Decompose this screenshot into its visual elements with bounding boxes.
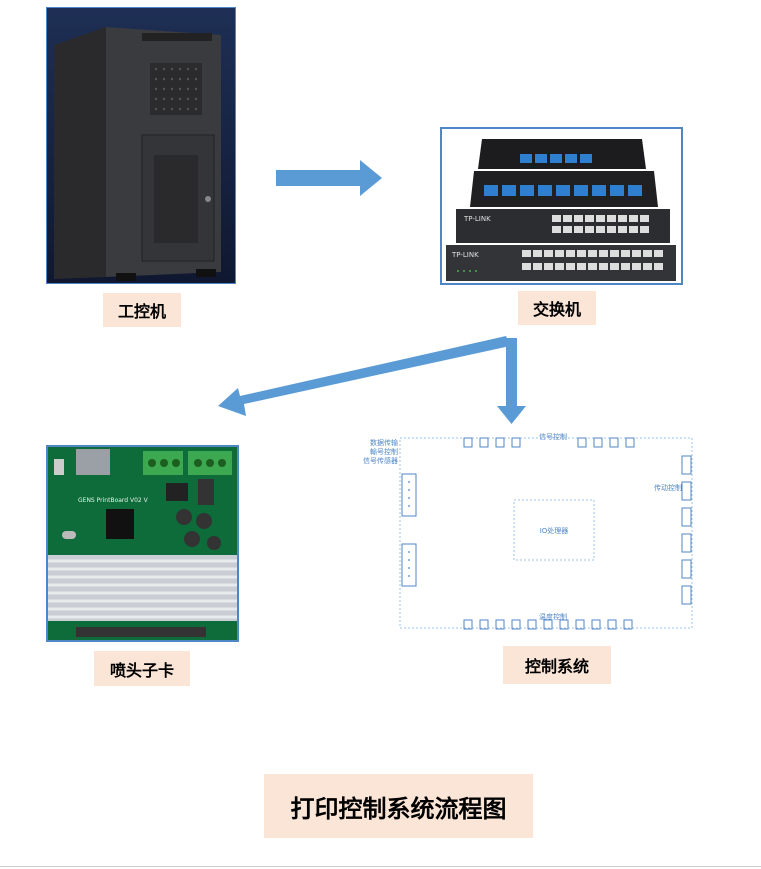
control-board-outline bbox=[399, 437, 693, 629]
switch-label: 交换机 bbox=[518, 291, 596, 325]
left-connector-2 bbox=[401, 543, 417, 587]
arrow-pc-to-switch bbox=[276, 160, 382, 196]
top-pin-group bbox=[463, 437, 635, 448]
arrow-switch-to-nozzle bbox=[218, 336, 510, 416]
nozzle-board-text: GENS PrintBoard V02 V bbox=[78, 497, 149, 504]
control-board-left-label-2: 輸号控制 bbox=[370, 447, 398, 456]
control-board-right-label: 传动控制 bbox=[654, 483, 682, 492]
nozzle-card-image: GENS PrintBoard V02 V bbox=[46, 445, 239, 642]
right-connector-group bbox=[681, 455, 692, 605]
nozzle-card-label: 喷头子卡 bbox=[94, 651, 190, 686]
switch-brand-2: TP-LINK bbox=[451, 251, 479, 259]
control-board-left-label-1: 数据传输 bbox=[370, 438, 398, 447]
switch-brand-1: TP-LINK bbox=[463, 215, 491, 223]
industrial-pc-image bbox=[46, 7, 236, 284]
io-processor-box bbox=[513, 499, 595, 561]
control-board-top-label: 信号控制 bbox=[539, 432, 567, 441]
arrow-switch-to-control bbox=[497, 338, 526, 424]
bottom-divider bbox=[0, 866, 761, 867]
bottom-pin-group bbox=[463, 619, 633, 630]
industrial-pc-label: 工控机 bbox=[103, 293, 181, 327]
control-system-label: 控制系统 bbox=[503, 646, 611, 684]
control-board-left-label-3: 信号传感器 bbox=[363, 456, 398, 465]
io-processor-label: IO处理器 bbox=[540, 526, 569, 535]
diagram-title: 打印控制系统流程图 bbox=[264, 774, 533, 838]
control-board-diagram: 信号控制 数据传输 輸号控制 信号传感器 传动控制 IO处理器 温度控制 bbox=[363, 432, 693, 630]
control-board-bottom-label: 温度控制 bbox=[539, 612, 567, 621]
left-connector-1 bbox=[401, 473, 417, 517]
switch-image: TP-LINK TP-LINK bbox=[440, 127, 683, 285]
